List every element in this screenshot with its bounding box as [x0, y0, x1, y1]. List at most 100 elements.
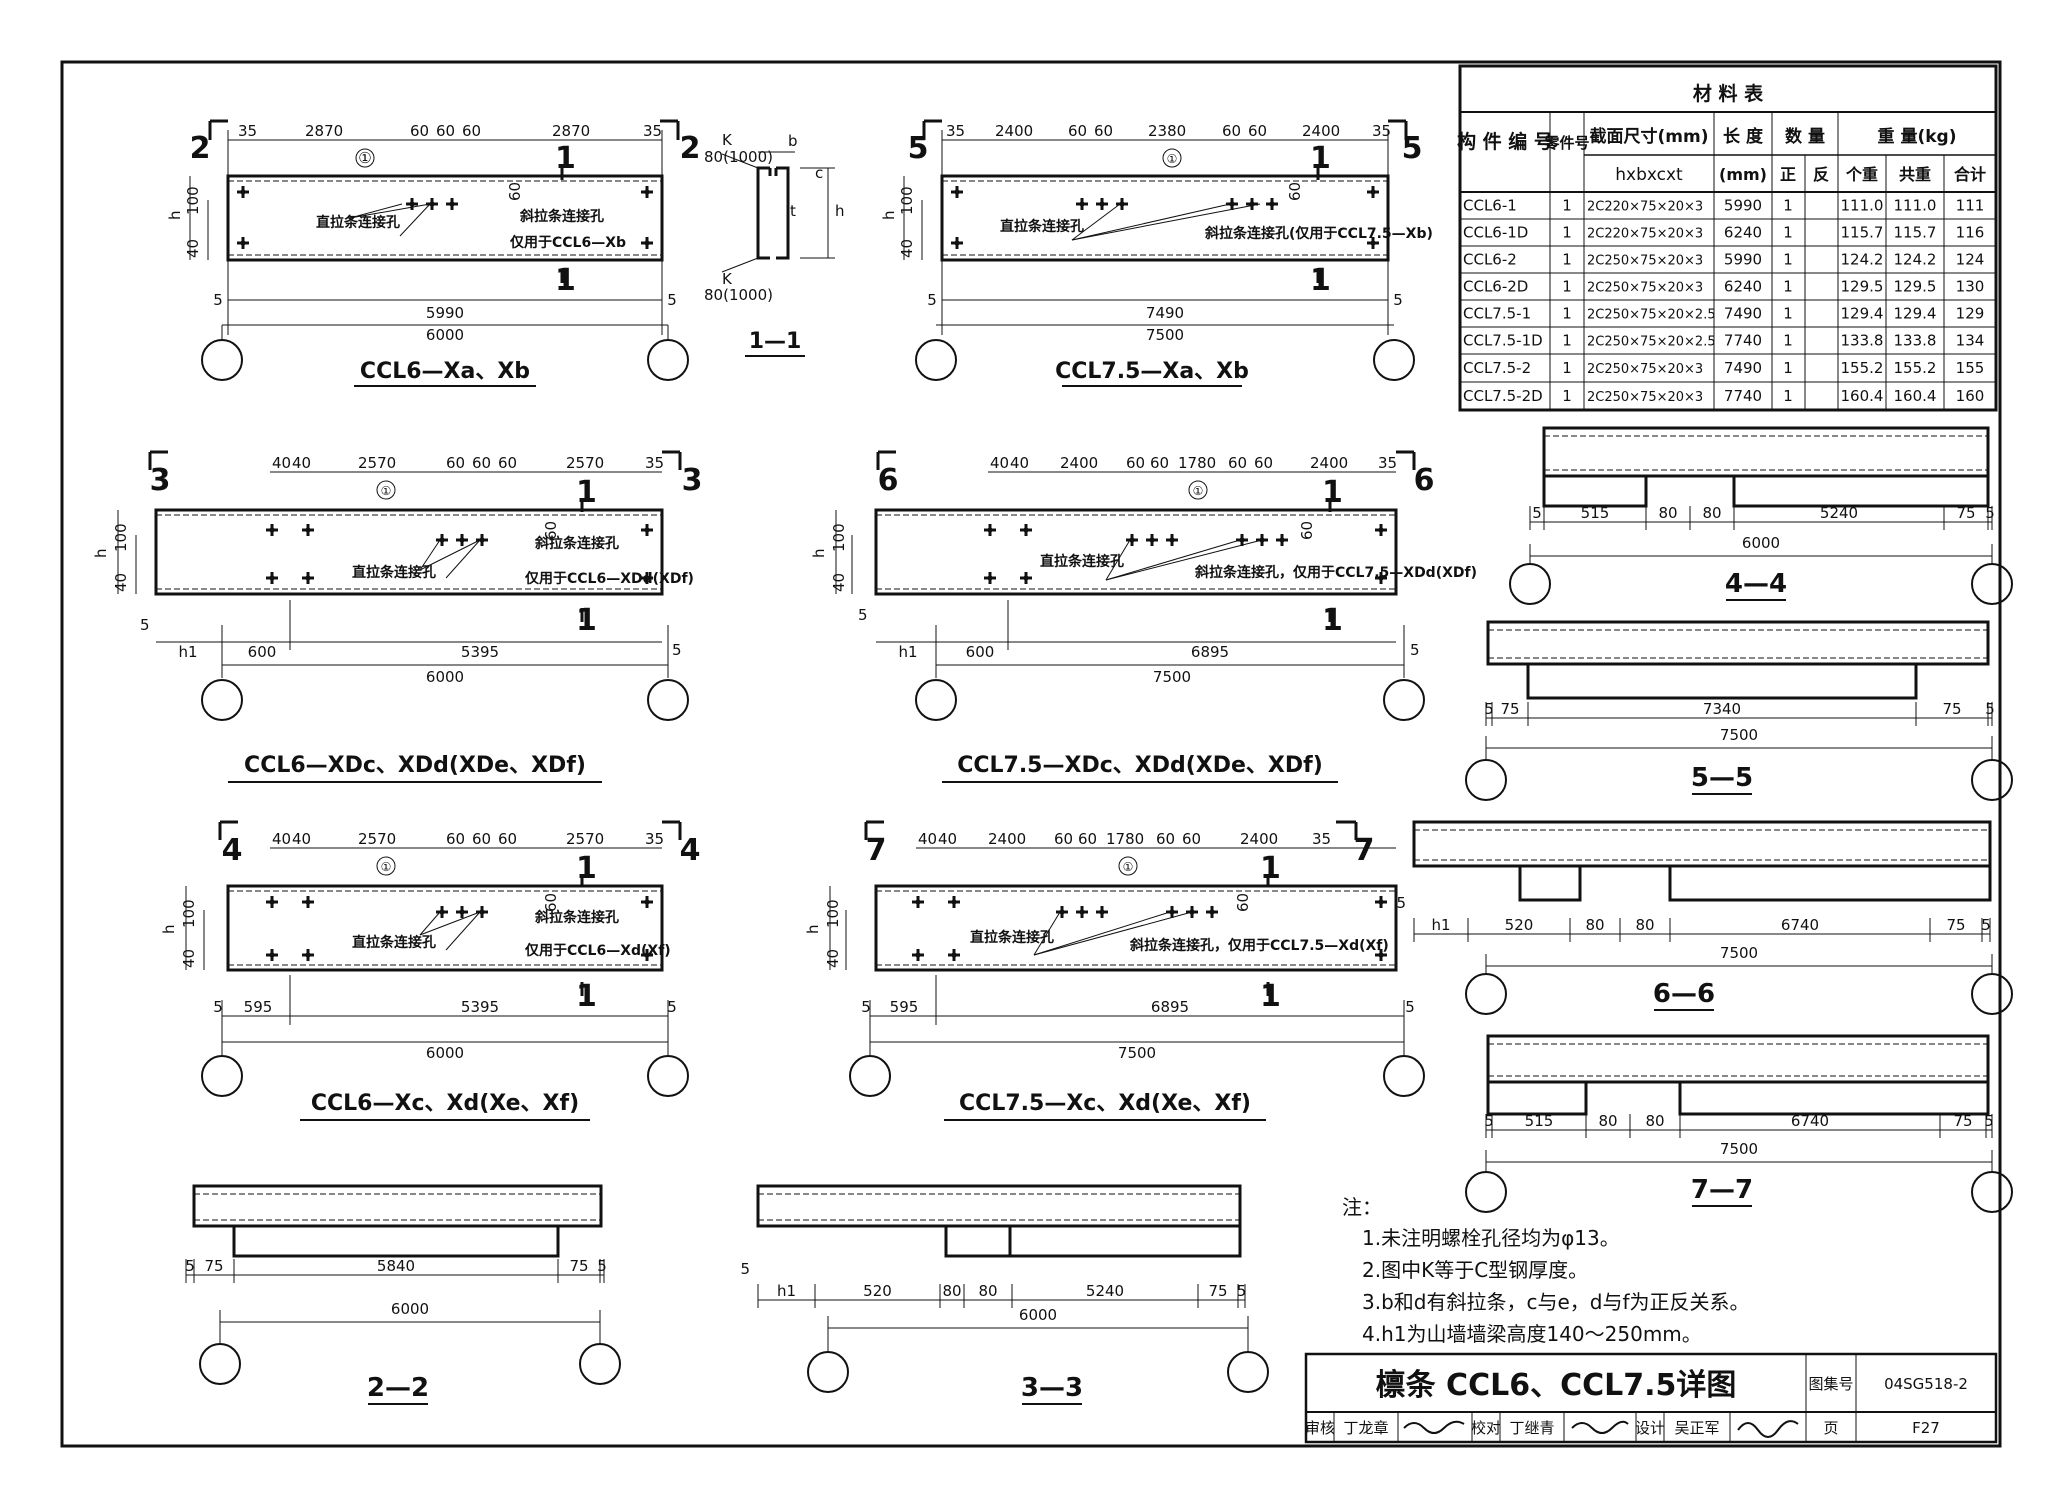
svg-text:校对: 校对	[1471, 1419, 1501, 1437]
svg-text:100: 100	[184, 186, 202, 215]
svg-text:600: 600	[248, 643, 277, 661]
svg-text:60: 60	[542, 521, 560, 540]
svg-text:直拉条连接孔: 直拉条连接孔	[352, 934, 436, 951]
dim-label: 75	[569, 1257, 588, 1275]
dim-label: 5	[1532, 504, 1542, 522]
dim-label: 5	[1984, 1112, 1994, 1130]
svg-text:60: 60	[498, 454, 517, 472]
dim-label: 75	[1956, 504, 1975, 522]
svg-text:h: h	[810, 548, 828, 558]
section-title: 2—2	[367, 1373, 429, 1403]
cut-marker-right: 2	[680, 131, 701, 166]
svg-text:t: t	[790, 202, 796, 220]
table-cell-sum: 134	[1956, 332, 1985, 350]
dim-label: 80	[978, 1282, 997, 1300]
dim-label: 75	[1500, 700, 1519, 718]
th-w-sum: 合计	[1954, 165, 1986, 184]
svg-text:①: ①	[1167, 152, 1178, 166]
table-cell-sum: 160	[1956, 387, 1985, 405]
table-cell-each: 111.0	[1841, 197, 1884, 215]
svg-text:CCL6—Xc、Xd(Xe、Xf): CCL6—Xc、Xd(Xe、Xf)	[311, 1091, 579, 1116]
svg-text:60: 60	[498, 830, 517, 848]
dim-label: 6740	[1781, 916, 1819, 934]
th-w-each: 个重	[1845, 165, 1878, 184]
svg-text:2570: 2570	[358, 830, 396, 848]
table-cell-each: 129.4	[1841, 305, 1884, 323]
svg-text:40: 40	[292, 454, 311, 472]
svg-text:60: 60	[542, 893, 560, 912]
svg-text:40: 40	[990, 454, 1009, 472]
table-cell-sec: 2C250×75×20×2.5	[1587, 308, 1716, 323]
svg-text:5: 5	[140, 616, 150, 634]
svg-text:1: 1	[1260, 979, 1281, 1014]
svg-text:丁龙章: 丁龙章	[1343, 1419, 1388, 1437]
svg-text:h1: h1	[178, 643, 197, 661]
svg-text:35: 35	[1312, 830, 1331, 848]
table-cell-n: 1	[1562, 224, 1572, 242]
svg-text:60: 60	[1228, 454, 1247, 472]
svg-text:①: ①	[381, 484, 392, 498]
svg-text:40: 40	[898, 239, 916, 258]
section-title: 4—4	[1725, 569, 1787, 599]
svg-text:K: K	[722, 131, 733, 149]
svg-text:①: ①	[1193, 484, 1204, 498]
material-table	[1458, 64, 1998, 412]
svg-text:6000: 6000	[426, 326, 464, 344]
table-cell-n: 1	[1562, 197, 1572, 215]
table-cell-each: 115.7	[1841, 224, 1884, 242]
svg-text:7: 7	[866, 833, 887, 868]
svg-text:5: 5	[858, 606, 868, 624]
note-1: 1.未注明螺栓孔径均为φ13。	[1362, 1226, 1620, 1250]
notes: 注： 1.未注明螺栓孔径均为φ13。 2.图中K等于C型钢厚度。 3.b和d有斜…	[1342, 1195, 1750, 1346]
svg-text:CCL6—XDc、XDd(XDe、XDf): CCL6—XDc、XDd(XDe、XDf)	[244, 753, 586, 778]
th-part-no: 构 件 编 号	[1457, 130, 1553, 153]
table-cell-each: 129.5	[1841, 278, 1884, 296]
total-dim: 6000	[1742, 534, 1780, 552]
svg-text:5: 5	[213, 998, 223, 1016]
svg-text:5: 5	[672, 641, 682, 659]
table-cell-id: CCL6-1D	[1463, 224, 1528, 242]
part-mark: ①	[358, 149, 371, 167]
dim-label: 520	[863, 1282, 892, 1300]
svg-text:h: h	[160, 924, 178, 934]
drawing-ccl75-xab: ① 5 5 直拉条连接孔 斜拉条连接孔(仅用于CCL7.5—Xb) CCL7.5…	[880, 119, 1433, 387]
svg-text:5395: 5395	[461, 998, 499, 1016]
svg-text:丁继青: 丁继青	[1509, 1419, 1554, 1437]
svg-text:2870: 2870	[552, 122, 590, 140]
svg-text:2400: 2400	[1060, 454, 1098, 472]
table-cell-len: 7740	[1724, 332, 1762, 350]
th-length-unit: (mm)	[1719, 165, 1767, 184]
table-cell-id: CCL6-2	[1463, 251, 1517, 269]
svg-text:60: 60	[1286, 182, 1304, 201]
svg-text:仅用于CCL6—XDd(XDf): 仅用于CCL6—XDd(XDf)	[524, 570, 694, 587]
svg-text:1: 1	[1322, 603, 1343, 638]
svg-text:40: 40	[1010, 454, 1029, 472]
note-4: 4.h1为山墙墙梁高度140～250mm。	[1362, 1322, 1702, 1346]
svg-text:直拉条连接孔: 直拉条连接孔	[1040, 553, 1124, 570]
table-cell-sec: 2C220×75×20×3	[1587, 200, 1703, 215]
signature-reviewer	[1403, 1420, 1465, 1434]
table-cell-each: 160.4	[1841, 387, 1884, 405]
svg-text:35: 35	[1372, 122, 1391, 140]
svg-text:60: 60	[1182, 830, 1201, 848]
svg-text:35: 35	[238, 122, 257, 140]
svg-text:60: 60	[436, 122, 455, 140]
svg-text:60: 60	[1156, 830, 1175, 848]
table-cell-tot: 160.4	[1894, 387, 1937, 405]
table-cell-tot: 115.7	[1894, 224, 1937, 242]
table-cell-id: CCL7.5-2D	[1463, 387, 1543, 405]
svg-text:35: 35	[645, 830, 664, 848]
table-cell-len: 6240	[1724, 224, 1762, 242]
svg-text:斜拉条连接孔: 斜拉条连接孔	[534, 909, 619, 926]
table-cell-each: 133.8	[1841, 332, 1884, 350]
svg-text:5: 5	[1402, 131, 1423, 166]
dim-label: 5240	[1086, 1282, 1124, 1300]
svg-text:100: 100	[112, 523, 130, 552]
dim-label: 80	[942, 1282, 961, 1300]
svg-text:5: 5	[1410, 641, 1420, 659]
svg-text:1: 1	[1260, 851, 1281, 886]
